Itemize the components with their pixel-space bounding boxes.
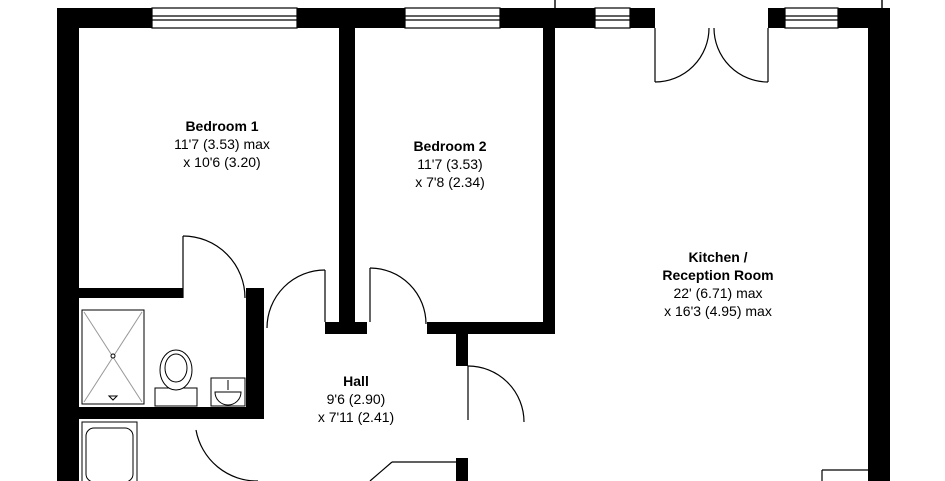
wall-left [57, 8, 79, 481]
shower-drain [110, 353, 116, 359]
wall-hall-right [456, 334, 468, 366]
room-name: Reception Room [662, 267, 774, 283]
balcony-rail [554, 0, 883, 8]
wall-bathroom-bottom [79, 407, 264, 419]
room-label-kitchen: Kitchen / Reception Room 22' (6.71) max … [628, 248, 808, 320]
room-name: Hall [343, 373, 369, 389]
room-dimension: 11'7 (3.53) max [174, 136, 270, 152]
room-dimension: 22' (6.71) max [673, 285, 763, 301]
wall-top-mid-2 [500, 8, 555, 28]
windows [151, 7, 839, 29]
room-dimension: 9'6 (2.90) [326, 391, 386, 407]
doors [182, 27, 769, 481]
wall-right [868, 8, 890, 481]
room-name: Bedroom 1 [185, 118, 259, 134]
room-name: Bedroom 2 [413, 138, 487, 154]
kitchen-counter [821, 469, 868, 481]
wall-top-mid-5 [768, 8, 785, 28]
bathroom-fixtures [81, 309, 246, 481]
wall-bedroom2-bottom [427, 322, 555, 334]
wall-top-mid-3 [555, 8, 595, 28]
room-name: Kitchen / [688, 249, 748, 265]
wall-bathroom-right [246, 288, 264, 412]
wall-top-left [57, 8, 152, 28]
window-kitchen-left [594, 7, 631, 29]
walls [57, 8, 890, 481]
room-label-bedroom2: Bedroom 2 11'7 (3.53) x 7'8 (2.34) [370, 137, 530, 191]
room-dimension: 11'7 (3.53) [417, 156, 483, 172]
room-dimension: x 16'3 (4.95) max [664, 303, 772, 319]
wall-door-stub [325, 322, 367, 334]
wall-bedroom2-kitchen [543, 28, 555, 334]
room-label-hall: Hall 9'6 (2.90) x 7'11 (2.41) [286, 372, 426, 426]
wall-bedroom1-bottom [79, 288, 183, 298]
window-bedroom1 [151, 7, 298, 29]
wall-top-mid-1 [297, 8, 405, 28]
wall-hall-bottom-stub [456, 458, 468, 481]
room-dimension: x 10'6 (3.20) [183, 154, 261, 170]
window-kitchen-right [784, 7, 839, 29]
room-dimension: x 7'11 (2.41) [317, 409, 395, 425]
window-bedroom2 [404, 7, 501, 29]
wall-top-mid-4 [630, 8, 655, 28]
wall-bedroom-divider [339, 28, 355, 325]
room-dimension: x 7'8 (2.34) [415, 174, 485, 190]
room-label-bedroom1: Bedroom 1 11'7 (3.53) max x 10'6 (3.20) [142, 117, 302, 171]
toilet-cistern [154, 387, 198, 407]
